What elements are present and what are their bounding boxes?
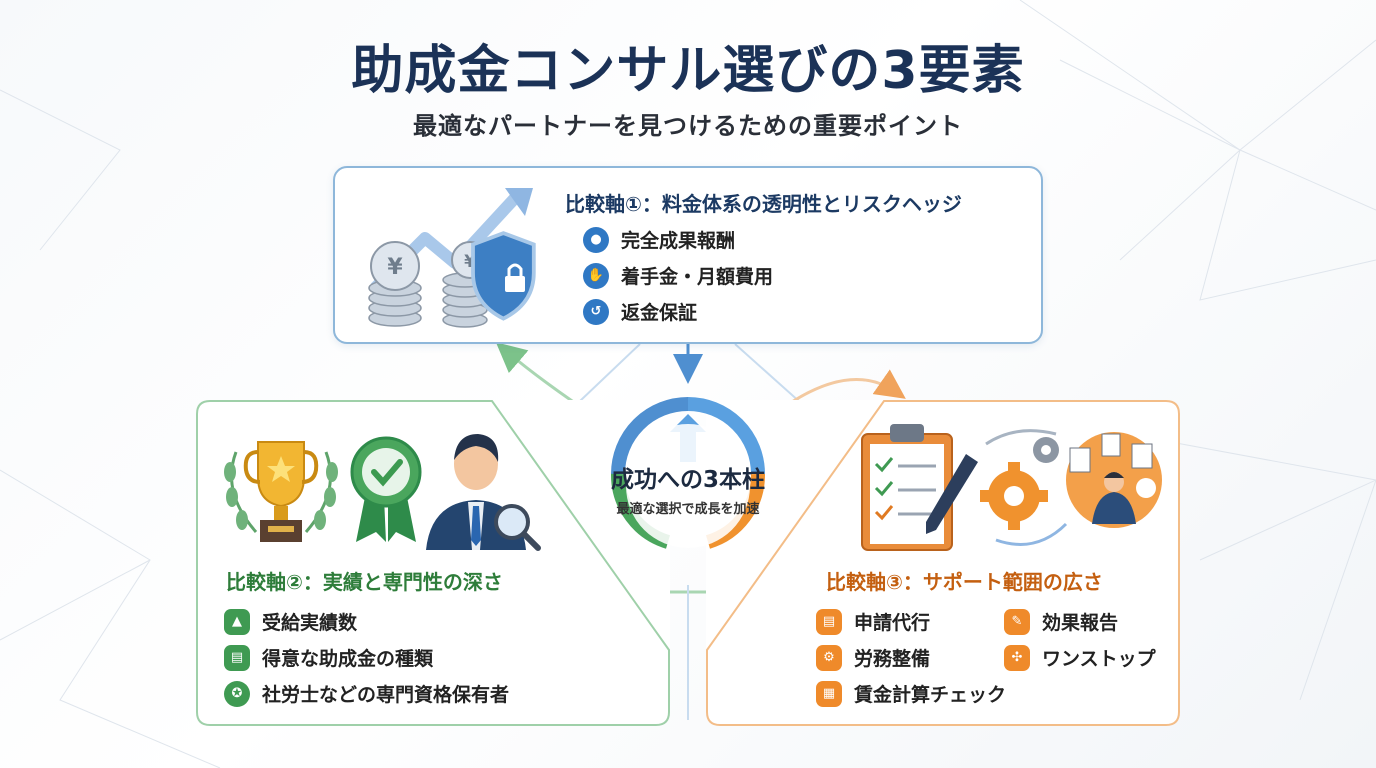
growth-chart-icon: ▲ (224, 608, 250, 635)
center-subtitle: 最適な選択で成長を加速 (616, 502, 760, 517)
page-title: 助成金コンサル選びの3要素 (351, 41, 1025, 101)
axis3-item-label: 賃金計算チェック (854, 684, 1007, 706)
center-title: 成功への3本柱 (610, 467, 765, 493)
axis3-card-frame (706, 400, 1180, 726)
axis2-heading: 比較軸②：実績と専門性の深さ (226, 570, 503, 594)
axis1-item-label: 完全成果報酬 (621, 230, 736, 252)
document-chart-icon: ▤ (224, 644, 250, 671)
axis3-item-label: 効果報告 (1042, 612, 1119, 634)
handshake-icon: ✋ (583, 262, 609, 289)
axis3-heading: 比較軸③：サポート範囲の広さ (826, 570, 1103, 594)
axis3-item-label: ワンストップ (1042, 648, 1156, 670)
report-icon: ✎ (1004, 608, 1030, 635)
trophy-badge-person-illustration (224, 434, 541, 551)
axis1-item: ↺ 返金保証 (583, 298, 697, 325)
axis1-card: ¥ ¥ 比較軸①：料金体系の透明性とリスクヘッジ ● 完全成果報酬 ✋ 着手金・… (333, 166, 1043, 344)
gear-icon: ⚙ (816, 644, 842, 671)
axis2-item-label: 社労士などの専門資格保有者 (262, 684, 510, 706)
axis2-card-frame (196, 400, 670, 726)
center-ring-graphic (610, 397, 766, 549)
axis3-item-label: 労務整備 (854, 648, 931, 670)
certificate-badge-icon: ✪ (224, 680, 250, 707)
axis1-item: ● 完全成果報酬 (583, 226, 735, 253)
axis3-item: ▦ 賃金計算チェック (816, 680, 1006, 707)
coins-arrow-shield-illustration: ¥ ¥ (368, 188, 536, 328)
axis2-card: 比較軸②：実績と専門性の深さ ▲ 受給実績数 ▤ 得意な助成金の種類 ✪ 社労士… (196, 400, 670, 726)
axis1-item-label: 着手金・月額費用 (621, 266, 774, 288)
center-hub: 成功への3本柱 最適な選択で成長を加速 (588, 374, 788, 574)
network-icon: ✣ (1004, 644, 1030, 671)
refund-icon: ↺ (583, 298, 609, 325)
axis3-card: 比較軸③：サポート範囲の広さ ▤ 申請代行 ✎ 効果報告 ⚙ 労務整備 ✣ ワン… (706, 400, 1180, 726)
axis2-item: ▤ 得意な助成金の種類 (224, 644, 433, 671)
calculator-icon: ▦ (816, 680, 842, 707)
axis3-item: ▤ 申請代行 (816, 608, 930, 635)
axis3-item: ✣ ワンストップ (1004, 644, 1156, 671)
page-subtitle: 最適なパートナーを見つけるための重要ポイント (413, 112, 963, 140)
axis2-item: ▲ 受給実績数 (224, 608, 357, 635)
axis1-item: ✋ 着手金・月額費用 (583, 262, 773, 289)
clipboard-gears-person-illustration (861, 424, 1162, 551)
axis3-item: ✎ 効果報告 (1004, 608, 1118, 635)
axis2-item: ✪ 社労士などの専門資格保有者 (224, 680, 509, 707)
axis2-item-label: 得意な助成金の種類 (262, 648, 434, 670)
axis1-item-label: 返金保証 (621, 302, 698, 324)
axis1-heading: 比較軸①：料金体系の透明性とリスクヘッジ (565, 192, 962, 216)
axis3-item-label: 申請代行 (854, 612, 931, 634)
axis3-item: ⚙ 労務整備 (816, 644, 930, 671)
svg-text:¥: ¥ (387, 255, 403, 280)
hand-coin-icon: ● (583, 226, 609, 253)
axis2-item-label: 受給実績数 (262, 612, 358, 634)
document-icon: ▤ (816, 608, 842, 635)
